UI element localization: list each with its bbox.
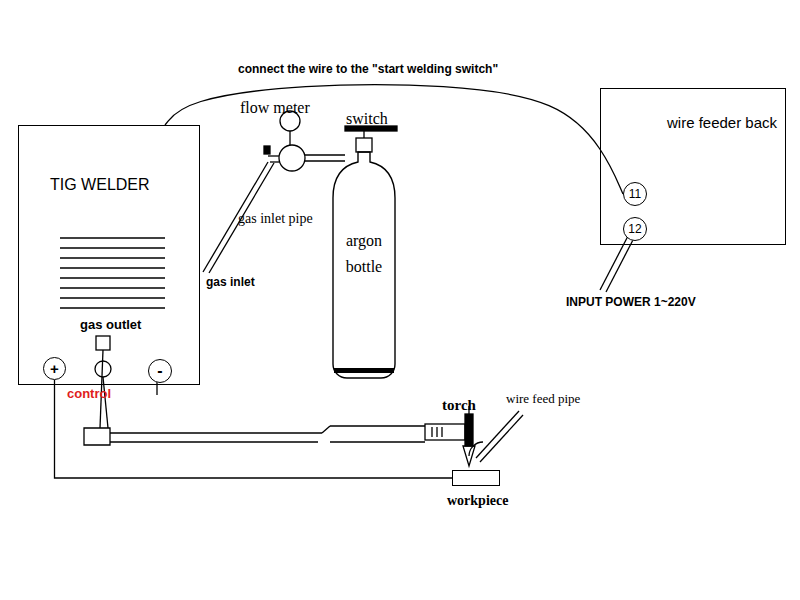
- vent-line: [60, 267, 165, 268]
- node-text: -: [157, 362, 162, 380]
- wire-feeder-box: wire feeder back 11 12: [600, 88, 786, 245]
- node-text: 12: [628, 222, 641, 236]
- vent-line: [60, 247, 165, 248]
- vent-line: [60, 307, 165, 308]
- part-label: gas outlet: [80, 318, 141, 332]
- part-label: wire feed pipe: [506, 392, 580, 406]
- power-label: INPUT POWER 1~220V: [566, 296, 696, 309]
- node-text: argon bottle: [332, 228, 396, 279]
- node-text: +: [50, 360, 59, 377]
- part-label: switch: [346, 110, 388, 128]
- argon-bottle: argon bottle: [332, 150, 396, 380]
- vent-line: [60, 257, 165, 258]
- part-label: torch: [442, 397, 476, 414]
- part-label: control: [67, 387, 111, 401]
- vent-line: [60, 287, 165, 288]
- wire: [55, 380, 453, 478]
- node-text: TIG WELDER: [50, 176, 150, 194]
- terminal-number: 12: [623, 217, 647, 241]
- welder-housing: TIG WELDER + -: [18, 125, 200, 385]
- vent-line: [60, 277, 165, 278]
- wire-feed-pipe: [476, 411, 523, 462]
- wire: [165, 85, 623, 194]
- positive-terminal: +: [43, 357, 66, 380]
- workpiece: workpiece: [452, 470, 500, 486]
- node-text: wire feeder back: [667, 114, 777, 131]
- negative-terminal: -: [148, 359, 172, 383]
- vent-lines: [60, 238, 165, 308]
- torch: [425, 406, 483, 466]
- node-text: 11: [629, 187, 641, 201]
- gas-outlet-fitting: [96, 336, 110, 350]
- vent-line: [60, 297, 165, 298]
- vent-line: [60, 237, 165, 238]
- wire-note: connect the wire to the "start welding s…: [236, 63, 500, 76]
- torch-cable: [84, 350, 425, 445]
- bottle-valve: [345, 126, 397, 152]
- node-text: workpiece: [447, 493, 508, 509]
- flow-meter: [264, 111, 345, 171]
- terminal-number: 11: [623, 182, 647, 206]
- part-label: gas inlet pipe: [238, 211, 313, 226]
- part-label: flow meter: [240, 99, 310, 117]
- part-label: gas inlet: [206, 276, 255, 289]
